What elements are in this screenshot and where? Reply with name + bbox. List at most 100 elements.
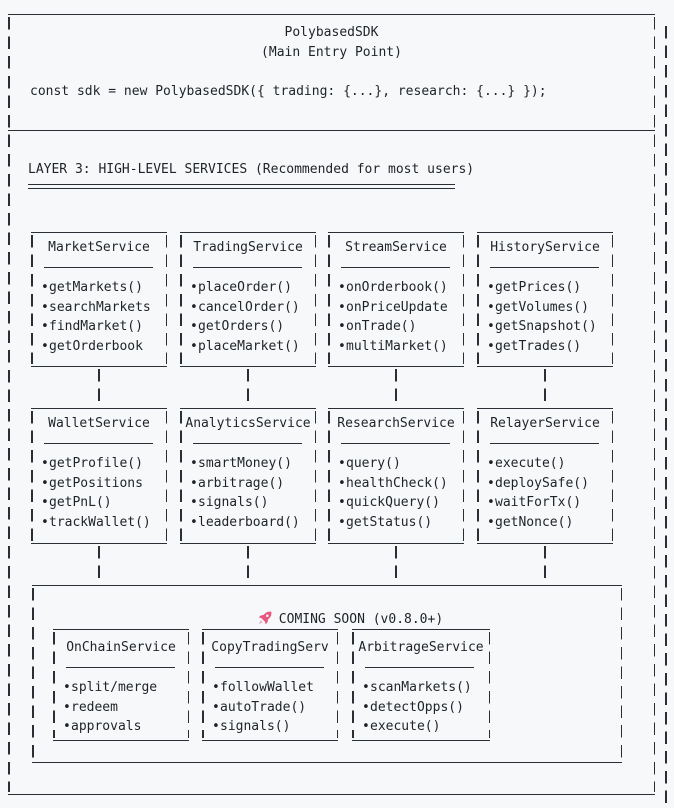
bullet-icon: • xyxy=(338,475,346,491)
connector-line xyxy=(544,546,546,583)
method-list: •followWallet •autoTrade() •signals() xyxy=(212,678,336,737)
method-label: getMarkets() xyxy=(49,280,143,295)
method-label: waitForTx() xyxy=(495,495,582,511)
coming-soon-header: COMING SOON (v0.8.0+) xyxy=(32,590,622,649)
service-box-arbitrage-service: ArbitrageService •scanMarkets() •detectO… xyxy=(352,629,490,741)
bullet-icon: • xyxy=(41,319,49,335)
method-label: getSnapshot() xyxy=(495,319,597,335)
connector-line xyxy=(98,369,100,406)
method-label: deploySafe() xyxy=(495,475,589,491)
service-title-rule xyxy=(490,266,599,268)
service-title-rule xyxy=(44,442,153,444)
method-list: •smartMoney() •arbitrage() •signals() •l… xyxy=(190,454,314,532)
method-item: •query() xyxy=(338,454,462,474)
method-label: quickQuery() xyxy=(346,495,440,511)
method-label: approvals xyxy=(71,719,142,735)
method-label: leaderboard() xyxy=(198,514,300,530)
service-title: WalletService xyxy=(48,416,150,431)
bullet-icon: • xyxy=(212,680,220,695)
method-item: •followWallet xyxy=(212,678,336,698)
method-item: •onTrade() xyxy=(338,317,462,337)
header-divider xyxy=(8,130,655,131)
method-item: •healthCheck() xyxy=(338,474,462,494)
bullet-icon: • xyxy=(190,495,198,511)
bullet-icon: • xyxy=(41,338,49,354)
bullet-icon: • xyxy=(338,338,346,354)
bullet-icon: • xyxy=(190,319,198,335)
method-item: •signals() xyxy=(190,493,314,513)
sdk-subtitle: (Main Entry Point) xyxy=(261,45,402,60)
method-item: •trackWallet() xyxy=(41,513,165,533)
method-item: •getPnL() xyxy=(41,493,165,513)
bullet-icon: • xyxy=(362,719,370,735)
bullet-icon: • xyxy=(41,514,49,530)
method-label: redeem xyxy=(71,699,118,715)
method-item: •getOrders() xyxy=(190,317,314,337)
bullet-icon: • xyxy=(41,280,49,295)
method-label: getNonce() xyxy=(495,514,574,530)
method-label: getStatus() xyxy=(346,514,433,530)
method-item: •getPrices() xyxy=(487,278,611,298)
service-box-research-service: ResearchService •query() •healthCheck() … xyxy=(328,408,464,544)
service-box-stream-service: StreamService •onOrderbook() •onPriceUpd… xyxy=(328,232,464,367)
coming-soon-box: COMING SOON (v0.8.0+) OnChainService •sp… xyxy=(32,585,622,763)
bullet-icon: • xyxy=(338,456,346,471)
method-label: onTrade() xyxy=(346,319,417,335)
method-item: •execute() xyxy=(362,717,488,737)
method-label: getProfile() xyxy=(49,456,143,471)
method-label: getVolumes() xyxy=(495,299,589,315)
bullet-icon: • xyxy=(362,680,370,695)
method-item: •getNonce() xyxy=(487,513,611,533)
service-title: ArbitrageService xyxy=(358,640,484,655)
bullet-icon: • xyxy=(487,319,495,335)
bullet-icon: • xyxy=(190,299,198,315)
method-label: multiMarket() xyxy=(346,338,448,354)
method-item: •quickQuery() xyxy=(338,493,462,513)
bullet-icon: • xyxy=(63,680,71,695)
method-label: execute() xyxy=(495,456,566,471)
method-label: getTrades() xyxy=(495,338,582,354)
method-label: query() xyxy=(346,456,401,471)
method-label: getOrders() xyxy=(198,319,285,335)
coming-soon-label: COMING SOON (v0.8.0+) xyxy=(278,611,444,627)
bullet-icon: • xyxy=(487,299,495,315)
service-title: ResearchService xyxy=(337,416,455,431)
method-item: •getOrderbook xyxy=(41,337,165,357)
method-item: •getSnapshot() xyxy=(487,317,611,337)
method-item: •approvals xyxy=(63,717,187,737)
service-box-analytics-service: AnalyticsService •smartMoney() •arbitrag… xyxy=(180,408,316,544)
service-title: TradingService xyxy=(193,240,303,255)
bullet-icon: • xyxy=(190,475,198,491)
service-title-rule xyxy=(341,266,450,268)
method-item: •onOrderbook() xyxy=(338,278,462,298)
method-label: placeOrder() xyxy=(198,280,292,295)
service-title: CopyTradingServ xyxy=(211,640,329,655)
method-list: •onOrderbook() •onPriceUpdate •onTrade()… xyxy=(338,278,462,356)
method-list: •placeOrder() •cancelOrder() •getOrders(… xyxy=(190,278,314,356)
method-label: findMarket() xyxy=(49,319,143,335)
method-label: detectOpps() xyxy=(370,699,464,715)
bullet-icon: • xyxy=(487,280,495,295)
bullet-icon: • xyxy=(190,514,198,530)
method-label: signals() xyxy=(220,719,291,735)
method-list: •getPrices() •getVolumes() •getSnapshot(… xyxy=(487,278,611,356)
service-box-market-service: MarketService •getMarkets() •searchMarke… xyxy=(31,232,167,367)
method-label: trackWallet() xyxy=(49,514,151,530)
bullet-icon: • xyxy=(190,456,198,471)
method-item: •detectOpps() xyxy=(362,698,488,718)
method-list: •execute() •deploySafe() •waitForTx() •g… xyxy=(487,454,611,532)
method-label: signals() xyxy=(198,495,269,511)
bullet-icon: • xyxy=(41,299,49,315)
connector-line xyxy=(247,369,249,406)
method-item: •execute() xyxy=(487,454,611,474)
connector-line xyxy=(98,546,100,583)
bullet-icon: • xyxy=(487,456,495,471)
service-title-rule xyxy=(365,666,474,668)
method-item: •getStatus() xyxy=(338,513,462,533)
bullet-icon: • xyxy=(41,495,49,511)
method-item: •placeMarket() xyxy=(190,337,314,357)
method-label: getOrderbook xyxy=(49,338,143,354)
bullet-icon: • xyxy=(362,699,370,715)
service-box-wallet-service: WalletService •getProfile() •getPosition… xyxy=(31,408,167,544)
